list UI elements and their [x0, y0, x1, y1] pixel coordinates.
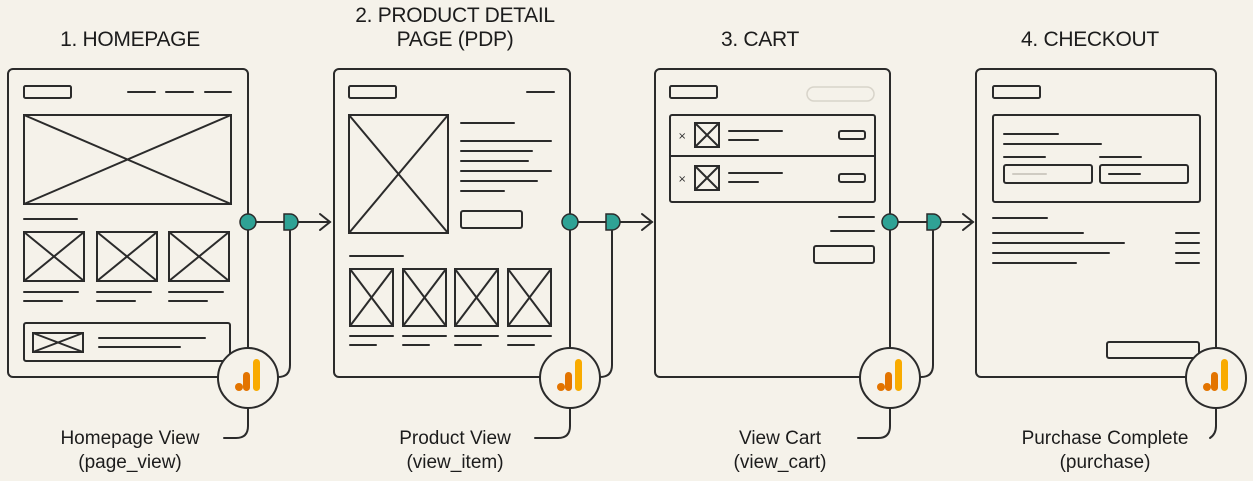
- connector-2-3: [561, 213, 654, 378]
- event-name: (view_cart): [733, 452, 827, 473]
- event-name: (page_view): [78, 452, 182, 473]
- homepage-wireframe: [7, 68, 249, 378]
- checkout-wireframe: [975, 68, 1217, 378]
- connector-1-2: [239, 213, 332, 378]
- event-label: View Cart: [738, 428, 821, 449]
- teal-gate-icon: [605, 213, 621, 231]
- step-2-title-line2: PAGE (PDP): [396, 28, 514, 51]
- step-4-title: 4. CHECKOUT: [1021, 28, 1159, 51]
- svg-text:×: ×: [678, 131, 686, 142]
- step-3-caption: View Cart (view_cart): [710, 427, 850, 475]
- analytics-bar-icon: [217, 347, 279, 409]
- teal-dot-icon: [239, 213, 257, 231]
- event-name: (purchase): [1059, 452, 1151, 473]
- event-name: (view_item): [406, 452, 504, 473]
- teal-gate-icon: [926, 213, 942, 231]
- step-2-caption: Product View (view_item): [370, 427, 540, 475]
- analytics-bar-icon: [539, 347, 601, 409]
- step-1-caption: Homepage View (page_view): [30, 427, 230, 475]
- step-4-caption: Purchase Complete (purchase): [995, 427, 1215, 475]
- teal-dot-icon: [881, 213, 899, 231]
- step-2-title: 2. PRODUCT DETAIL PAGE (PDP): [340, 4, 570, 52]
- connector-3-4: [881, 213, 975, 378]
- event-label: Homepage View: [60, 428, 200, 449]
- teal-dot-icon: [561, 213, 579, 231]
- analytics-bar-icon: [859, 347, 921, 409]
- analytics-bar-icon: [1185, 347, 1247, 409]
- svg-text:×: ×: [678, 174, 686, 185]
- event-label: Purchase Complete: [1021, 428, 1189, 449]
- step-2-title-line1: 2. PRODUCT DETAIL: [355, 4, 555, 27]
- teal-gate-icon: [283, 213, 299, 231]
- cart-wireframe: × ×: [654, 68, 891, 378]
- event-label: Product View: [399, 428, 511, 449]
- step-3-title: 3. CART: [720, 28, 800, 51]
- step-1-title: 1. HOMEPAGE: [60, 28, 200, 51]
- pdp-wireframe: [333, 68, 571, 378]
